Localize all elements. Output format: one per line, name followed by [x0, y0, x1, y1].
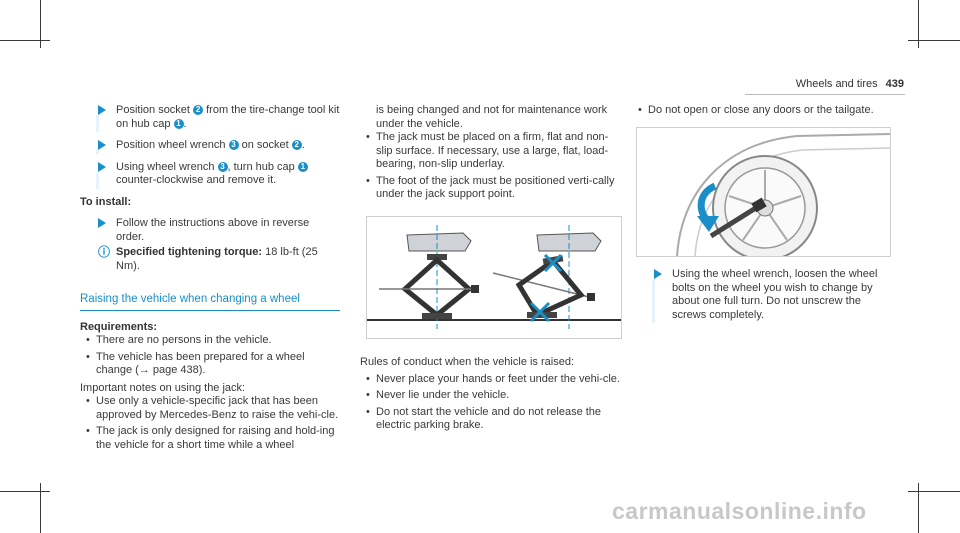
instruction-step: Position wheel wrench 3 on socket 2. — [80, 139, 340, 153]
list-item: The vehicle has been prepared for a whee… — [84, 351, 340, 378]
rules-section: Rules of conduct when the vehicle is rai… — [360, 356, 622, 436]
jack-diagram — [367, 225, 621, 329]
wheel-diagram — [676, 133, 891, 261]
requirements-list: There are no persons in the vehicle. The… — [80, 334, 340, 378]
instruction-step: Using the wheel wrench, loosen the wheel… — [636, 268, 896, 323]
crop-mark — [908, 491, 960, 492]
step-text: Using wheel wrench — [116, 160, 215, 173]
jack-rules-list: The jack must be placed on a firm, flat … — [360, 131, 622, 202]
step-arrow-icon — [98, 105, 106, 115]
callout-number: 2 — [291, 140, 302, 150]
install-heading: To install: — [80, 195, 132, 208]
column-right: Do not open or close any doors or the ta… — [636, 104, 896, 121]
jack-placement-illustration — [366, 216, 622, 339]
crop-mark — [918, 483, 919, 533]
callout-number: 3 — [217, 161, 228, 172]
step-text: Position socket — [116, 104, 190, 116]
page-number: 439 — [885, 78, 904, 90]
list-item: The jack is only designed for raising an… — [84, 425, 340, 452]
step-text: Position wheel wrench — [116, 139, 226, 151]
list-item: Never place your hands or feet under the… — [364, 373, 622, 387]
list-item: The foot of the jack must be positioned … — [364, 175, 622, 202]
step-text: Using the wheel wrench, loosen the wheel… — [672, 268, 878, 321]
step-arrow-icon — [98, 140, 106, 150]
door-rule-list: Do not open or close any doors or the ta… — [636, 104, 896, 118]
header-rule — [745, 94, 905, 95]
list-item: Do not open or close any doors or the ta… — [636, 104, 896, 118]
instruction-step: Follow the instructions above in reverse… — [80, 217, 340, 244]
crop-mark — [0, 40, 50, 41]
step-arrow-icon — [98, 161, 106, 172]
info-icon: ⓘ — [98, 245, 111, 259]
rules-list: Never place your hands or feet under the… — [360, 373, 622, 433]
list-item: Do not start the vehicle and do not rele… — [364, 406, 622, 433]
step-text: on socket — [241, 139, 289, 151]
step-text: , turn hub cap — [227, 160, 295, 173]
step-text: counter-clockwise and remove it. — [116, 174, 277, 186]
list-item: Use only a vehicle-specific jack that ha… — [84, 395, 340, 422]
loosen-section: Using the wheel wrench, loosen the wheel… — [636, 268, 896, 330]
step-arrow-icon — [654, 269, 662, 279]
step-text: . — [301, 139, 305, 151]
wheel-wrench-illustration — [636, 127, 891, 261]
step-arrow-icon — [98, 218, 106, 228]
notes-intro: Important notes on using the jack: — [80, 381, 246, 394]
notes-list: Use only a vehicle-specific jack that ha… — [80, 395, 340, 452]
column-middle: is being changed and not for maintenance… — [360, 104, 622, 205]
page-header: Wheels and tires 439 — [796, 78, 904, 90]
callout-number: 3 — [228, 140, 239, 150]
section-heading: Raising the vehicle when changing a whee… — [80, 293, 340, 311]
torque-label: Specified tightening torque: — [116, 246, 263, 258]
crop-mark — [40, 483, 41, 533]
list-item: Never lie under the vehicle. — [364, 389, 622, 403]
list-item: There are no persons in the vehicle. — [84, 334, 340, 348]
instruction-step: Position socket 2 from the tire-change t… — [80, 104, 340, 132]
crop-mark — [0, 491, 50, 492]
step-text: Follow the instructions above in reverse… — [116, 217, 310, 243]
continued-text: is being changed and not for maintenance… — [376, 104, 608, 130]
callout-number: 1 — [297, 161, 308, 172]
column-left: Position socket 2 from the tire-change t… — [80, 104, 340, 455]
callout-number: 1 — [173, 118, 184, 129]
section-title: Wheels and tires — [795, 78, 878, 90]
step-text: from the tire-change tool kit on hub cap — [116, 104, 340, 130]
list-item: The jack must be placed on a firm, flat … — [364, 131, 622, 172]
crop-mark — [40, 0, 41, 48]
requirements-heading: Requirements: — [80, 320, 158, 333]
crop-mark — [908, 40, 960, 41]
instruction-step: Using wheel wrench 3, turn hub cap 1 cou… — [80, 160, 340, 189]
torque-note: ⓘ Specified tightening torque: 18 lb-ft … — [80, 245, 340, 273]
torque-value: 18 lb-ft (25 Nm). — [116, 246, 318, 272]
watermark: carmanualsonline.info — [612, 498, 867, 524]
rules-intro: Rules of conduct when the vehicle is rai… — [360, 356, 575, 368]
callout-number: 2 — [193, 105, 204, 115]
crop-mark — [918, 0, 919, 48]
step-text: . — [183, 117, 187, 130]
